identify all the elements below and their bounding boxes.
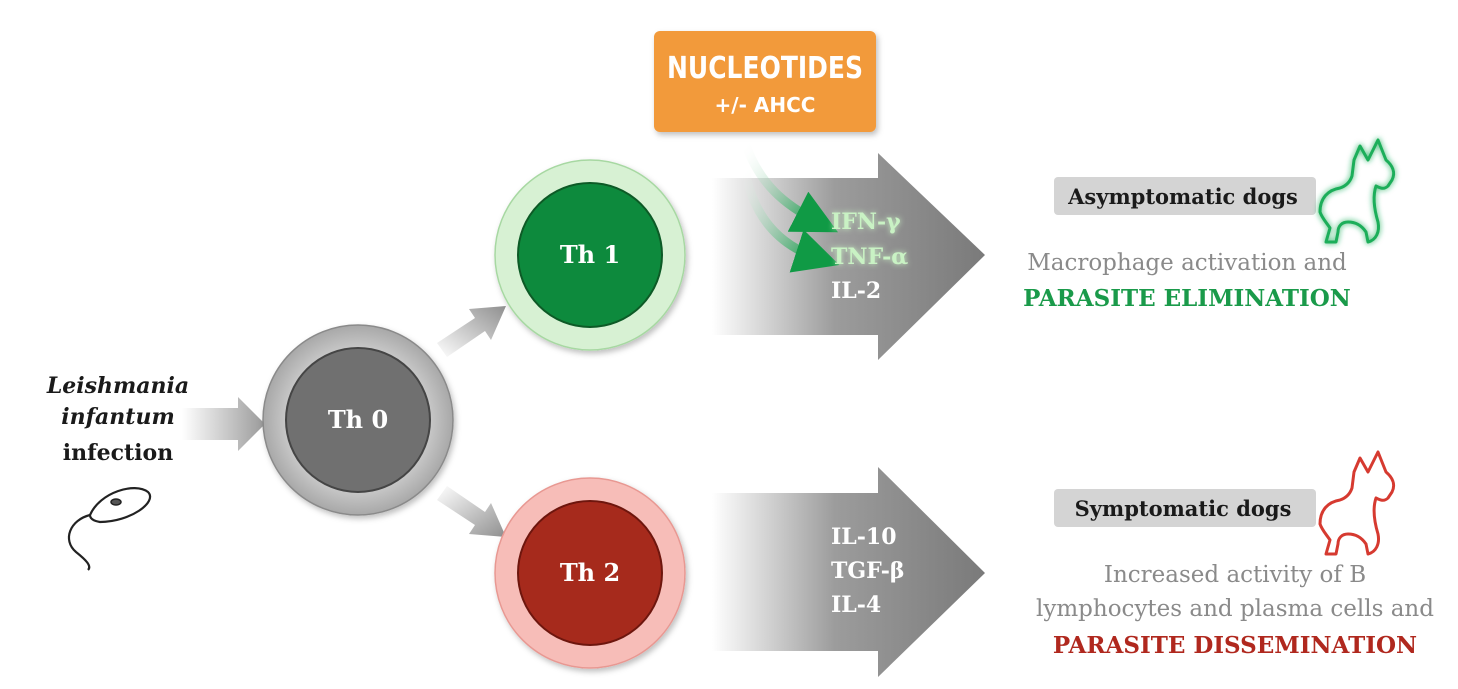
th1-cell bbox=[494, 159, 686, 351]
th1-response-arrow bbox=[712, 153, 985, 360]
th1-cytokine-tnf: TNF-α bbox=[831, 244, 908, 270]
th1-cytokine-il2: IL-2 bbox=[831, 278, 881, 304]
th1-label: Th 1 bbox=[560, 240, 620, 269]
infection-to-th0-arrow bbox=[182, 397, 265, 451]
asymptomatic-outcome-line2: PARASITE ELIMINATION bbox=[1023, 285, 1351, 312]
infection-species-line1: Leishmania bbox=[46, 373, 189, 399]
asymptomatic-label-box bbox=[1054, 177, 1316, 215]
dog-icon bbox=[1318, 138, 1396, 244]
th2-cell bbox=[494, 477, 686, 669]
infection-label: Leishmania infantum infection bbox=[46, 373, 189, 466]
asymptomatic-outcome-line1: Macrophage activation and bbox=[1027, 250, 1347, 276]
th2-label: Th 2 bbox=[560, 558, 620, 587]
symptomatic-outcome-line3: PARASITE DISSEMINATION bbox=[1053, 632, 1417, 659]
th0-cell bbox=[262, 324, 454, 516]
th1-cytokine-ifn: IFN-γ bbox=[831, 209, 901, 235]
th0-label: Th 0 bbox=[328, 405, 388, 434]
infection-species-line2: infantum bbox=[61, 404, 175, 430]
symptomatic-outcome-line2: lymphocytes and plasma cells and bbox=[1036, 596, 1434, 622]
th2-cytokine-il10: IL-10 bbox=[831, 524, 897, 550]
th2-cytokine-tgf: TGF-β bbox=[831, 558, 905, 584]
treatment-to-tnf-arrow bbox=[740, 167, 840, 273]
symptomatic-label: Symptomatic dogs bbox=[1075, 496, 1292, 521]
asymptomatic-label: Asymptomatic dogs bbox=[1067, 184, 1298, 209]
treatment-box bbox=[654, 31, 876, 132]
th2-cytokine-il4: IL-4 bbox=[831, 592, 881, 618]
treatment-title: NUCLEOTIDES bbox=[667, 51, 863, 86]
dog-icon bbox=[1318, 450, 1396, 556]
th2-response-arrow bbox=[712, 467, 985, 677]
th0-to-th2-arrow bbox=[437, 486, 506, 537]
th1-cytokine-list: IFN-γ TNF-α IL-2 bbox=[831, 209, 908, 304]
symptomatic-outcome-line1: Increased activity of B bbox=[1104, 562, 1366, 588]
infection-word: infection bbox=[63, 440, 173, 466]
parasite-icon bbox=[67, 487, 152, 571]
th2-cytokine-list: IL-10 TGF-β IL-4 bbox=[831, 524, 905, 618]
treatment-subtitle: +/- AHCC bbox=[715, 93, 816, 117]
treatment-to-ifn-arrow bbox=[740, 141, 839, 233]
th0-to-th1-arrow bbox=[437, 306, 506, 357]
symptomatic-label-box bbox=[1054, 489, 1316, 527]
